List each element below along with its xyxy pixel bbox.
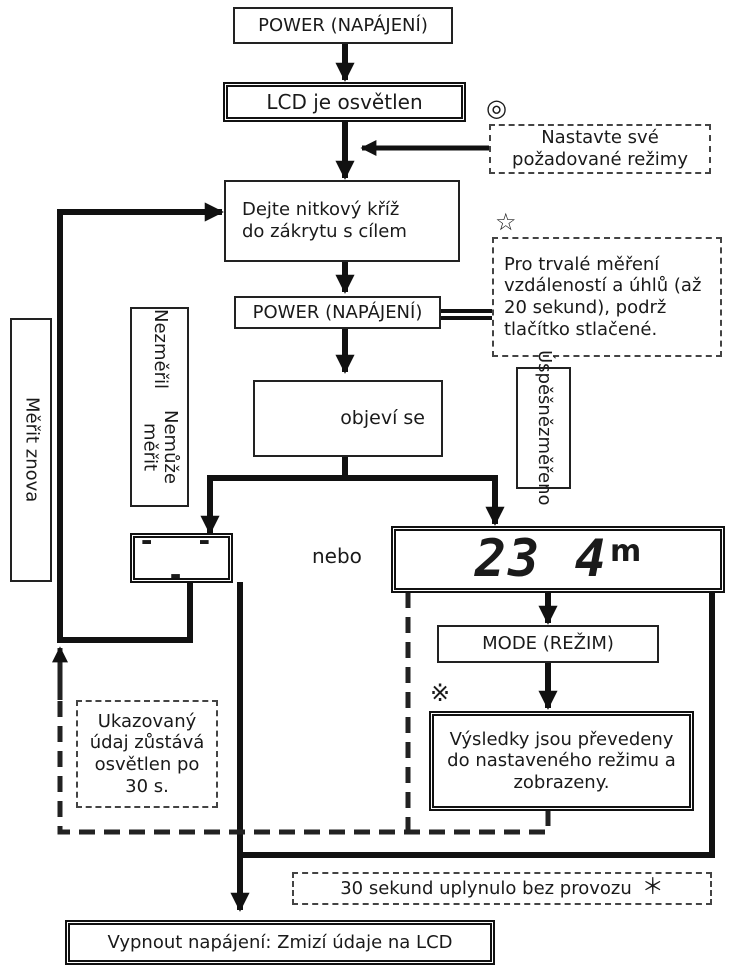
asterisk-icon: ＊ <box>641 875 664 901</box>
success-display-unit: m <box>609 533 642 569</box>
idle-text: 30 sekund uplynulo bez provozu <box>340 877 632 899</box>
measure-again-label: Měřit znova <box>10 318 52 582</box>
success-text-2: změřeno <box>533 427 555 506</box>
retry-loop <box>57 202 224 643</box>
or-text: nebo <box>312 544 362 568</box>
hold-note-box: Pro trvalé měření vzdáleností a úhlů (až… <box>492 237 722 357</box>
success-text-1: Úspěšně <box>533 350 555 428</box>
power-top-box: POWER (NAPÁJENÍ) <box>233 7 453 44</box>
idle-line-right <box>240 592 715 858</box>
power-second-box: POWER (NAPÁJENÍ) <box>234 296 441 329</box>
double-circle-icon: ◎ <box>486 94 507 122</box>
power-off-text: Vypnout napájení: Zmizí údaje na LCD <box>107 931 453 953</box>
not-measured-label: Nezměřil Nemůže měřit <box>130 307 189 507</box>
success-display-value: 23 4 <box>474 529 608 590</box>
set-modes-box: Nastavte své požadované režimy <box>489 124 711 174</box>
lcd-lit-box: LCD je osvětlen <box>223 82 466 122</box>
mode-text: MODE (REŽIM) <box>482 633 614 655</box>
measure-again-text: Měřit znova <box>21 397 43 503</box>
fail-display-box: - - - <box>130 524 233 591</box>
lcd-lit-text: LCD je osvětlen <box>266 90 423 114</box>
not-measured-text-1: Nezměřil <box>149 309 171 389</box>
dashed-return-line <box>57 660 551 835</box>
power-second-text: POWER (NAPÁJENÍ) <box>252 301 423 323</box>
set-modes-text: Nastavte své požadované režimy <box>512 127 688 170</box>
power-off-box: Vypnout napájení: Zmizí údaje na LCD <box>65 920 495 965</box>
stays-lit-box: Ukazovaný údaj zůstává osvětlen po 30 s. <box>76 700 218 808</box>
results-box: Výsledky jsou převedeny do nastaveného r… <box>429 711 694 811</box>
mode-box: MODE (REŽIM) <box>437 625 659 663</box>
stays-lit-text: Ukazovaný údaj zůstává osvětlen po 30 s. <box>89 710 205 797</box>
idle-box: 30 sekund uplynulo bez provozu ＊ <box>292 872 712 905</box>
power-top-text: POWER (NAPÁJENÍ) <box>258 14 428 36</box>
appears-box: objeví se <box>253 380 443 457</box>
success-label: Úspěšně změřeno <box>516 350 571 506</box>
results-text: Výsledky jsou převedeny do nastaveného r… <box>447 728 676 793</box>
split-lines <box>207 455 498 533</box>
reticle-text-1: Dejte nitkový kříž <box>242 199 400 221</box>
not-measured-text-2: Nemůže měřit <box>139 409 182 484</box>
star-icon: ☆ <box>495 208 517 236</box>
fail-display-text: - - - <box>138 524 225 591</box>
reference-mark-icon: ※ <box>430 679 451 707</box>
reticle-text-2: do zákrytu s cílem <box>242 221 407 242</box>
appears-text: objeví se <box>340 407 425 430</box>
hold-note-text: Pro trvalé měření vzdáleností a úhlů (až… <box>504 253 702 340</box>
reticle-box: Dejte nitkový kříž do zákrytu s cílem <box>224 180 460 262</box>
